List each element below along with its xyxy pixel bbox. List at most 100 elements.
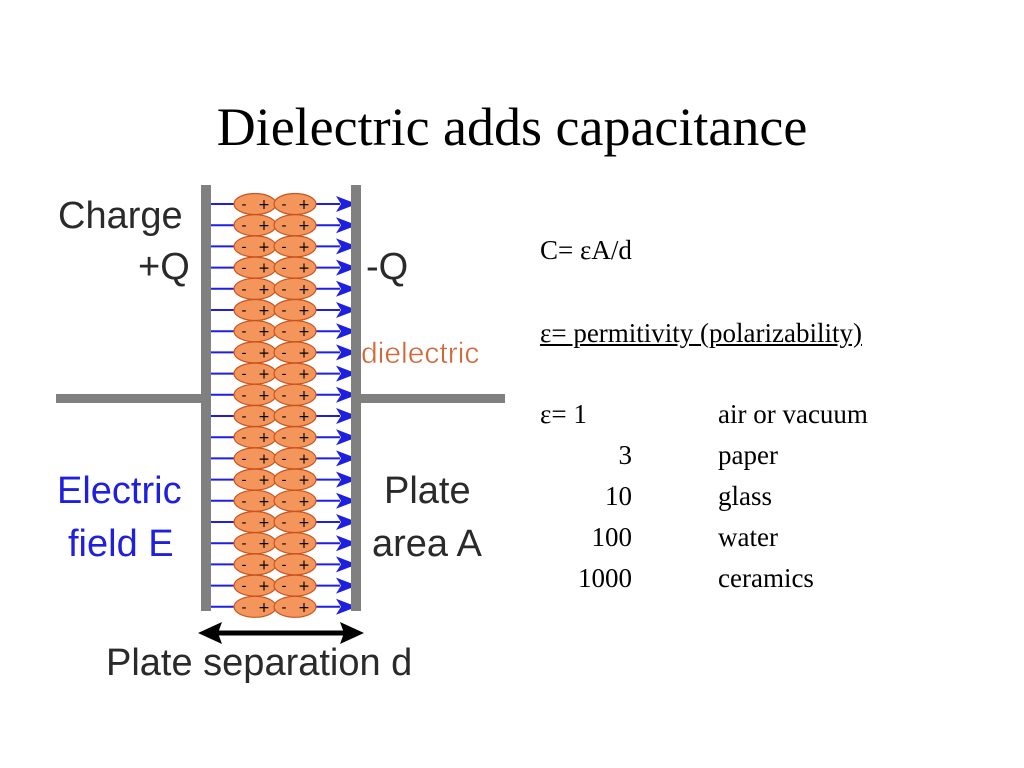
right-wire: [358, 394, 505, 403]
field-arrow-head: [336, 471, 357, 488]
field-arrow-head: [336, 323, 357, 340]
permittivity-material: water: [718, 522, 778, 552]
dipole-positive-sign: +: [298, 557, 310, 573]
dipole-negative-sign: -: [281, 218, 286, 234]
wires: [56, 394, 505, 403]
plate-area-label-line2: area A: [372, 523, 483, 565]
dielectric-label: dielectric: [361, 337, 479, 370]
dipole: -+: [273, 595, 317, 618]
dipole-negative-sign: -: [281, 473, 286, 489]
permittivity-material: ceramics: [718, 563, 814, 593]
dipole-negative-sign: -: [281, 494, 286, 510]
dipole-negative-sign: -: [241, 239, 246, 255]
dipoles: -+-+-+-+-+-+-+-+-+-+-+-+-+-+-+-+-+-+-+-+…: [233, 192, 317, 618]
dipole: -+: [273, 192, 317, 216]
dipole: -+: [273, 362, 317, 385]
dipole-negative-sign: -: [241, 345, 246, 361]
dipole-positive-sign: +: [258, 324, 270, 340]
field-arrow-head: [336, 598, 357, 615]
dipole: -+: [233, 404, 277, 428]
dipole-negative-sign: -: [281, 324, 286, 340]
field-arrow-head: [336, 217, 357, 234]
dipole-positive-sign: +: [258, 579, 270, 595]
dipole-negative-sign: -: [281, 451, 286, 467]
dipole-positive-sign: +: [298, 197, 310, 213]
dipole-positive-sign: +: [258, 282, 270, 298]
dipole-negative-sign: -: [281, 367, 286, 383]
dipole-negative-sign: -: [241, 600, 246, 616]
dipole-positive-sign: +: [298, 282, 310, 298]
dipole-negative-sign: -: [281, 282, 286, 298]
dipole: -+: [233, 532, 277, 555]
dipole-positive-sign: +: [258, 473, 270, 489]
electric-field-label-line1: Electric: [57, 470, 182, 512]
dipole: -+: [233, 383, 277, 406]
dipole: -+: [273, 510, 317, 534]
dipole-negative-sign: -: [281, 579, 286, 595]
dipole-negative-sign: -: [281, 239, 286, 255]
dipole-negative-sign: -: [241, 388, 246, 404]
dipole-positive-sign: +: [298, 409, 310, 425]
capacitor-diagram: -+-+-+-+-+-+-+-+-+-+-+-+-+-+-+-+-+-+-+-+…: [56, 185, 505, 684]
dipole-positive-sign: +: [258, 557, 270, 573]
dipole-positive-sign: +: [298, 218, 310, 234]
dipole: -+: [273, 214, 317, 237]
field-arrow-head: [336, 259, 357, 276]
plate-area-label-line1: Plate: [384, 470, 471, 512]
dipole-positive-sign: +: [258, 345, 270, 361]
dipole-negative-sign: -: [241, 473, 246, 489]
plates: [201, 185, 361, 611]
dipole: -+: [273, 553, 317, 576]
dipole-negative-sign: -: [241, 218, 246, 234]
dipole-positive-sign: +: [258, 218, 270, 234]
dipole: -+: [233, 574, 277, 597]
permittivity-value: 10: [605, 481, 632, 511]
field-arrow-head: [336, 556, 357, 573]
dipole-positive-sign: +: [298, 515, 310, 531]
dipole-positive-sign: +: [298, 536, 310, 552]
permittivity-value: 100: [591, 522, 633, 552]
permittivity-value: 3: [618, 440, 633, 470]
dipole: -+: [273, 426, 317, 449]
dipole: -+: [273, 489, 317, 512]
dipole-positive-sign: +: [258, 388, 270, 404]
dipole-positive-sign: +: [298, 600, 310, 616]
dipole-positive-sign: +: [298, 345, 310, 361]
dipole-negative-sign: -: [281, 388, 286, 404]
dipole: -+: [233, 256, 277, 279]
dipole-negative-sign: -: [281, 409, 286, 425]
field-arrow-head: [336, 577, 357, 594]
dipole-positive-sign: +: [258, 409, 270, 425]
dipole-positive-sign: +: [258, 515, 270, 531]
field-arrow-head: [336, 535, 357, 552]
dipole: -+: [273, 383, 317, 406]
capacitance-formula: C= εA/d: [540, 235, 632, 265]
plus-q-label: +Q: [138, 246, 190, 288]
field-arrows: [211, 196, 357, 615]
dipole-positive-sign: +: [298, 451, 310, 467]
dipole: -+: [233, 214, 277, 237]
dipole: -+: [233, 277, 277, 300]
field-arrow-head: [336, 196, 357, 212]
field-arrow-head: [336, 450, 357, 467]
dipole-negative-sign: -: [241, 494, 246, 510]
dipole-positive-sign: +: [298, 388, 310, 404]
dipole-negative-sign: -: [281, 430, 286, 446]
dipole-negative-sign: -: [281, 345, 286, 361]
permittivity-material: glass: [718, 481, 772, 511]
dipole: -+: [233, 320, 277, 343]
field-arrow-head: [336, 386, 357, 403]
dipole: -+: [233, 489, 277, 512]
dipole-negative-sign: -: [281, 515, 286, 531]
dipole-negative-sign: -: [241, 579, 246, 595]
dipole-negative-sign: -: [241, 303, 246, 319]
minus-q-label: -Q: [366, 246, 408, 288]
dipole-positive-sign: +: [298, 261, 310, 277]
field-arrow-head: [336, 365, 357, 382]
dipole-negative-sign: -: [241, 515, 246, 531]
dipole-negative-sign: -: [281, 303, 286, 319]
dipole-positive-sign: +: [298, 367, 310, 383]
dipole-positive-sign: +: [298, 239, 310, 255]
dipole: -+: [273, 277, 317, 300]
field-arrow-head: [336, 238, 357, 255]
